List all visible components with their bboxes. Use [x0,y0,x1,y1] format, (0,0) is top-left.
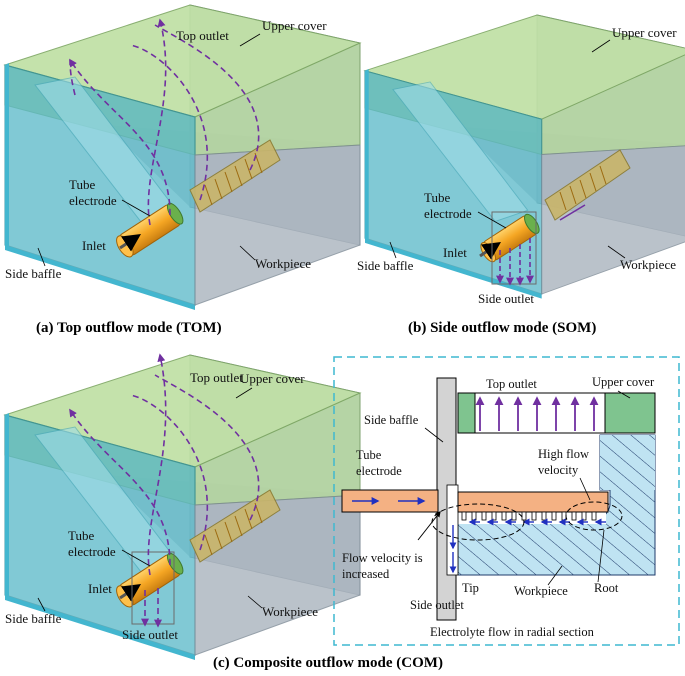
section-label-root: Root [594,581,619,595]
section-label-upper-cover: Upper cover [592,375,655,389]
flow-paths [496,204,586,286]
label-inlet: Inlet [88,581,112,596]
label-side-outlet: Side outlet [478,291,534,306]
label-tube: Tube [424,190,450,205]
section-label-top-outlet: Top outlet [486,377,537,391]
label-tube: Tube [69,177,95,192]
section-label-workpiece: Workpiece [514,584,568,598]
label-inlet: Inlet [443,245,467,260]
label-electrode: electrode [424,206,472,221]
label-side-baffle: Side baffle [357,258,414,273]
label-upper-cover: Upper cover [262,18,327,33]
section-title: Electrolyte flow in radial section [430,625,595,639]
label-electrode: electrode [68,544,116,559]
section-label-tip: Tip [462,581,479,595]
electrode-coil [559,165,607,211]
caption-c: (c) Composite outflow mode (COM) [213,655,443,671]
label-side-outlet: Side outlet [122,627,178,642]
label-upper-cover: Upper cover [612,25,677,40]
label-workpiece: Workpiece [255,256,311,271]
caption-a: (a) Top outflow mode (TOM) [36,320,222,336]
electrode-shaft [189,139,281,213]
label-tube: Tube [68,528,94,543]
label-upper-cover-visible: Upper cover [240,371,305,386]
inlet-arrow [479,242,501,260]
inlet-arrow [119,234,141,252]
electrode-teeth [461,511,597,521]
electrode-shaft [544,149,631,221]
panel-b: Upper cover Tube electrode Inlet Side ba… [357,14,685,336]
section-label-tube: Tube [356,448,382,462]
inlet-arrow [119,584,141,602]
section-label-side-baffle: Side baffle [364,413,419,427]
label-workpiece: Workpiece [262,604,318,619]
section-label-flow-increased-1: Flow velocity is [342,551,423,565]
side-outlet-frame [491,211,537,285]
section-frame [333,356,680,646]
electrode-coil [204,152,263,206]
label-top-outlet: Top outlet [190,370,243,385]
section-label-electrode: electrode [356,464,402,478]
section-label-velocity: velocity [538,463,579,477]
top-outlet-arrows [475,396,599,431]
section-label-side-outlet: Side outlet [410,598,464,612]
label-workpiece: Workpiece [620,257,676,272]
label-electrode: electrode [69,193,117,208]
side-outlet-frame [131,551,175,625]
label-inlet: Inlet [82,238,106,253]
channel-flow-arrows [449,518,606,574]
panel-c: Top outlet Upper cover Tube electrode In… [4,353,443,671]
flow-paths [69,18,260,226]
label-top-outlet: Top outlet [176,28,229,43]
caption-b: (b) Side outflow mode (SOM) [408,320,596,336]
section-electrode-left [341,489,439,513]
section-electrode-right [457,491,609,513]
flow-paths [69,353,260,628]
radial-section: Top outlet Upper cover Side baffle Tube … [333,356,680,646]
label-side-baffle: Side baffle [5,266,62,281]
section-label-flow-increased-2: increased [342,567,390,581]
label-side-baffle: Side baffle [5,611,62,626]
electrode-shaft [189,489,281,563]
section-label-high-flow: High flow [538,447,589,461]
ellipse-high-velocity [565,501,623,531]
panel-a: Top outlet Upper cover Tube electrode In… [4,4,361,336]
